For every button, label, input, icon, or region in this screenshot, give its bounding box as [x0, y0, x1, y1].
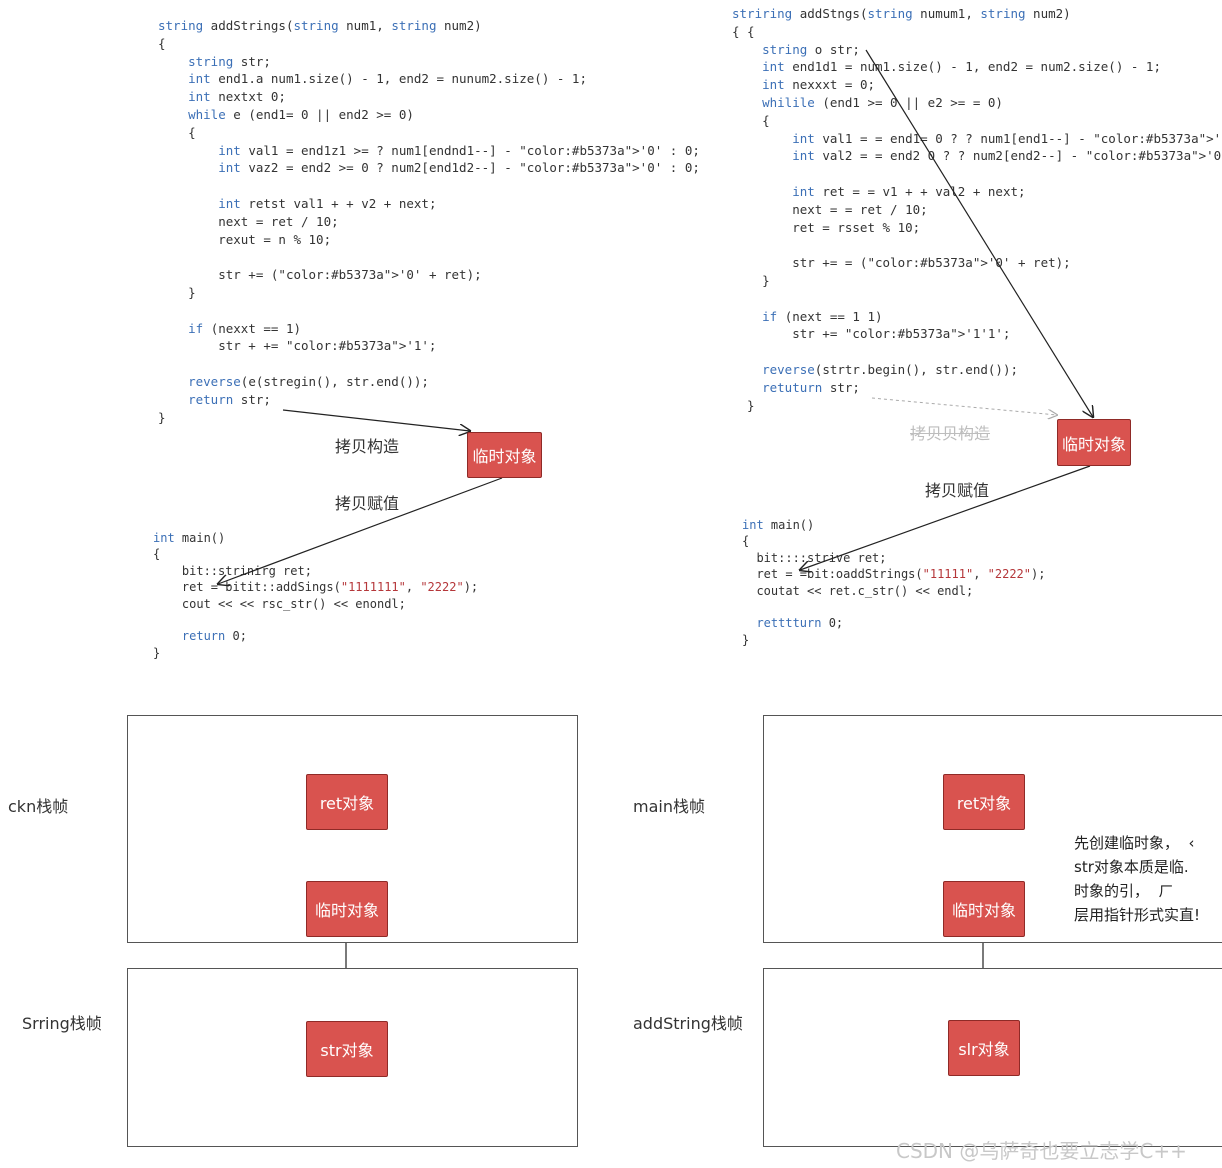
ret-object-box-left: ret对象 [306, 774, 388, 830]
ret-object-box-right: ret对象 [943, 774, 1025, 830]
note-line: 先创建临时象， ‹ [1074, 834, 1195, 852]
code-line: { [158, 35, 166, 51]
code-line: ret = =bit:oaddStrings("11111", "2222"); [742, 567, 1046, 582]
arrow-copy-assign-right [800, 465, 1091, 570]
code-line: } [158, 285, 196, 300]
code-line: string addStrings(string num1, string nu… [158, 18, 482, 33]
code-line: } [732, 397, 755, 413]
code-line: int val1 = = end1= 0 ? ? num1[end1--] - … [792, 130, 1222, 146]
arrow-copy-assign-left [218, 477, 503, 584]
arrow-copy-construct-left [282, 409, 470, 431]
code-line: } [153, 645, 161, 660]
code-line: ret = bitit::addSings("1111111", "2222")… [153, 580, 479, 595]
code-line: next = = ret / 10; [732, 201, 928, 217]
code-line: } [742, 632, 750, 647]
arrow-copy-construct-right [865, 49, 1093, 417]
code-line: int ret = = v1 + + val2 + next; [792, 184, 1026, 199]
code-line: reverse(e(stregin(), str.end()); [188, 374, 429, 389]
code-line: if (nexxt == 1) [188, 320, 302, 336]
code-line: int retst val1 + + v2 + next; [218, 196, 437, 211]
code-line: } [732, 273, 770, 288]
code-line: int nextxt 0; [188, 89, 286, 105]
code-line: int val1 = end1z1 >= ? num1[endnd1--] - … [218, 142, 700, 158]
code-line: { [153, 547, 161, 562]
note-line: 时象的引， ㄏ [1074, 882, 1174, 900]
code-line: int val2 = = end2 0 ? ? num2[end2--] - "… [792, 148, 1222, 164]
code-line: next = ret / 10; [158, 213, 339, 229]
temp-object-box-left: 临时对象 [467, 432, 542, 478]
label-copy-assign-right: 拷贝赋值 [925, 481, 990, 500]
str-object-box-right: slr对象 [948, 1020, 1020, 1076]
temp-object-stack-right: 临时对象 [943, 881, 1025, 937]
code-line: string o str; [762, 41, 860, 57]
explanation-note: 先创建临时象， ‹ str对象本质是临. 时象的引， ㄏ层用指针形式实直! [1074, 831, 1200, 927]
label-addstring-frame-left: Srring栈帧 [22, 1014, 102, 1033]
code-line: reverse(strtr.begin(), str.end()); [762, 362, 1018, 377]
code-line: { [742, 534, 750, 549]
temp-object-stack-left: 临时对象 [306, 881, 388, 937]
code-line: cout << << rsc_str() << enondl; [153, 596, 406, 611]
temp-object-box-right: 临时对象 [1057, 419, 1131, 466]
code-line: whilile (end1 >= 0 || e2 >= = 0) [762, 95, 1003, 110]
code-line: str + += "color:#b5373a">'1'; [158, 338, 437, 354]
code-line: { { [732, 23, 755, 39]
watermark: CSDN @乌萨奇也要立志学C++ [896, 1139, 1187, 1163]
code-line: bit::::strive ret; [742, 550, 887, 565]
label-copy-assign-left: 拷贝赋值 [335, 494, 400, 513]
code-line: } [158, 409, 166, 425]
code-line: str += "color:#b5373a">'1'1'; [732, 326, 1011, 342]
code-line: int main() [742, 518, 815, 532]
code-line: str += = ("color:#b5373a">'0' + ret); [732, 255, 1071, 271]
str-object-box-left: str对象 [306, 1021, 388, 1077]
code-line: retttturn 0; [756, 616, 844, 631]
code-line: rexut = n % 10; [158, 231, 332, 247]
code-line: return 0; [181, 629, 247, 644]
code-line: int nexxxt = 0; [762, 77, 875, 93]
code-line: bit::strinirg ret; [153, 563, 312, 578]
label-main-frame-left: ckn栈帧 [8, 797, 69, 816]
label-addstring-frame-right: addString栈帧 [633, 1014, 743, 1033]
code-line: while e (end1= 0 || end2 >= 0) [188, 107, 414, 122]
code-line: ret = rsset % 10; [732, 219, 921, 235]
code-line: striring addStngs(string numum1, string … [732, 6, 1071, 21]
code-line: string str; [188, 53, 271, 69]
code-line: str += ("color:#b5373a">'0' + ret); [158, 267, 482, 283]
arrow-dashed-right [871, 397, 1057, 415]
note-line: 层用指针形式实直! [1074, 906, 1201, 924]
code-line: if (next == 1 1) [762, 308, 883, 324]
code-line: { [158, 124, 196, 140]
label-copy-construct-left: 拷贝构造 [335, 437, 400, 456]
label-main-frame-right: main栈帧 [633, 797, 705, 816]
code-line: int end1.a num1.size() - 1, end2 = nunum… [188, 71, 587, 87]
code-line: coutat << ret.c_str() << endl; [742, 583, 974, 598]
code-line: { [732, 112, 770, 128]
code-line: retuturn str; [762, 379, 860, 395]
note-line: str对象本质是临. [1074, 858, 1189, 876]
label-copy-construct-right: 拷贝贝构造 [910, 424, 991, 443]
code-line: int main() [153, 531, 226, 545]
code-line: int end1d1 = num1.size() - 1, end2 = num… [762, 59, 1161, 75]
code-line: return str; [188, 391, 271, 407]
code-line: int vaz2 = end2 >= 0 ? num2[end1d2--] - … [218, 160, 700, 176]
